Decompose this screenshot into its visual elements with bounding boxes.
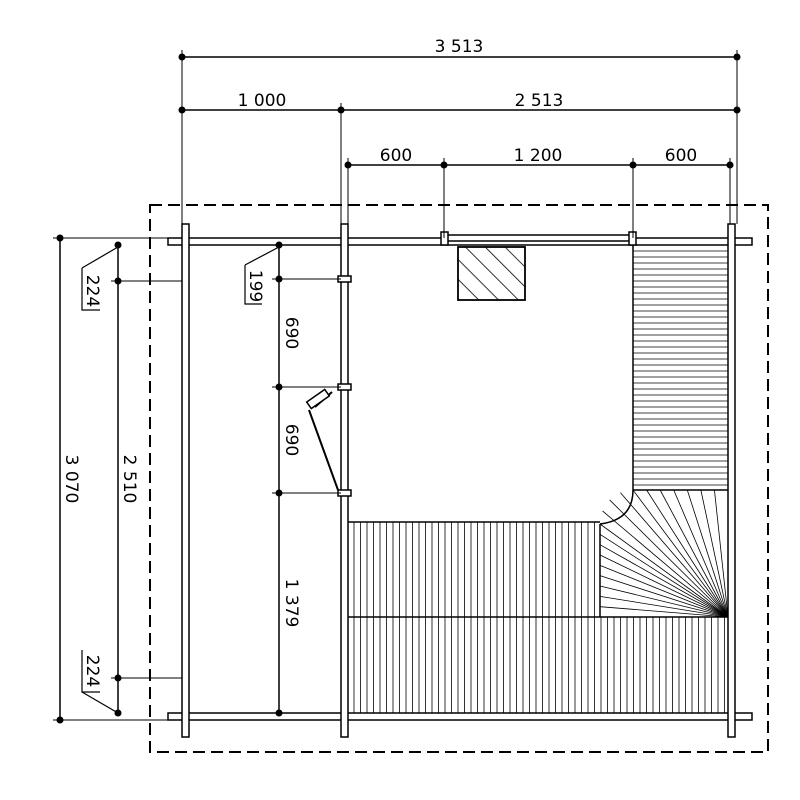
- dim-overall-depth: 3 070: [53, 234, 168, 724]
- wall-offset-label: 199: [245, 270, 265, 302]
- dim-bench-window: 600 1 200 600: [344, 146, 734, 238]
- roof-outline: [149, 204, 769, 753]
- wall-segment-2-label: 690: [281, 424, 301, 456]
- dim-partition: 690 690 1 379: [272, 241, 341, 717]
- overhang-bottom: 224: [81, 650, 119, 714]
- partition-wall: [340, 223, 349, 738]
- bench-middle: [348, 521, 728, 618]
- bench-lower: [353, 617, 725, 713]
- dim-overall-width: 3 513: [178, 37, 741, 224]
- bottom-wall: [167, 712, 753, 721]
- stove: [457, 246, 526, 301]
- overhang-bottom-label: 224: [82, 655, 102, 687]
- overhang-top: 224: [81, 246, 119, 311]
- bench-corner: [599, 489, 729, 618]
- bench-right-upper: [632, 245, 728, 491]
- inner-depth-label: 2 510: [119, 455, 139, 504]
- right-wall: [727, 223, 736, 738]
- bench-left-label: 600: [380, 146, 412, 166]
- bench-right-label: 600: [665, 146, 697, 166]
- outer-left-post: [181, 223, 190, 738]
- overall-depth-label: 3 070: [61, 455, 81, 504]
- window-width-label: 1 200: [514, 146, 563, 166]
- overhang-top-label: 224: [82, 275, 102, 307]
- wall-segment-1-label: 690: [281, 317, 301, 349]
- right-width-label: 2 513: [515, 91, 564, 111]
- dim-split-widths: 1 000 2 513: [178, 91, 741, 224]
- overall-width-label: 3 513: [435, 37, 484, 57]
- wall-offset: 199: [244, 246, 280, 305]
- wall-segment-3-label: 1 379: [281, 579, 301, 628]
- dim-inner-depth: 2 510: [111, 241, 182, 717]
- left-width-label: 1 000: [238, 91, 287, 111]
- door-swing: [305, 388, 339, 491]
